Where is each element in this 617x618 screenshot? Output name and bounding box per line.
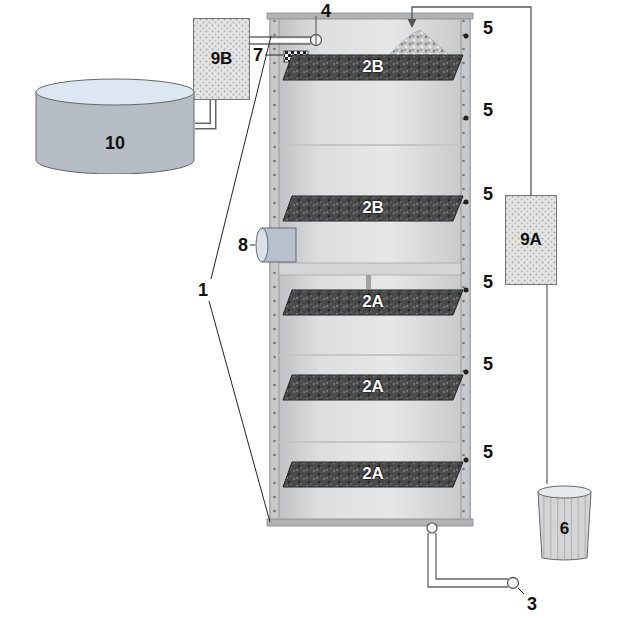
media-tray: 2B [282,54,464,81]
filter-unit: 9A [505,195,557,285]
media-tray: 2B [282,195,464,222]
media-tray: 2A [282,461,464,488]
storage-tank: 10 [35,78,195,174]
pipe-connector [195,100,213,126]
filter-unit: 9B [193,18,250,100]
callout-number: 5 [483,273,493,291]
node-label: 2A [362,293,384,312]
node-label: 2A [362,465,384,484]
node-label: 9A [520,231,542,250]
callout-number: 1 [198,281,208,299]
callout-number: 5 [483,443,493,461]
callout-number: 7 [253,46,263,64]
callout-number: 5 [483,101,493,119]
callout-number: 4 [321,2,331,20]
node-label: 2B [362,58,384,77]
callout-number: 5 [483,185,493,203]
node-label: 9B [211,50,233,69]
callout-number: 5 [483,355,493,373]
collection-bucket: 6 [537,484,592,562]
node-label: 6 [560,520,569,539]
callout-number: 8 [238,236,248,254]
media-tray: 2A [282,374,464,401]
callout-number: 5 [483,19,493,37]
media-tray: 2A [282,289,464,316]
node-label: 10 [105,134,125,154]
callout-number: 3 [527,595,537,613]
node-label: 2A [362,378,384,397]
pipe-connector [547,285,548,484]
node-label: 2B [362,199,384,218]
tank-outline [35,78,195,174]
